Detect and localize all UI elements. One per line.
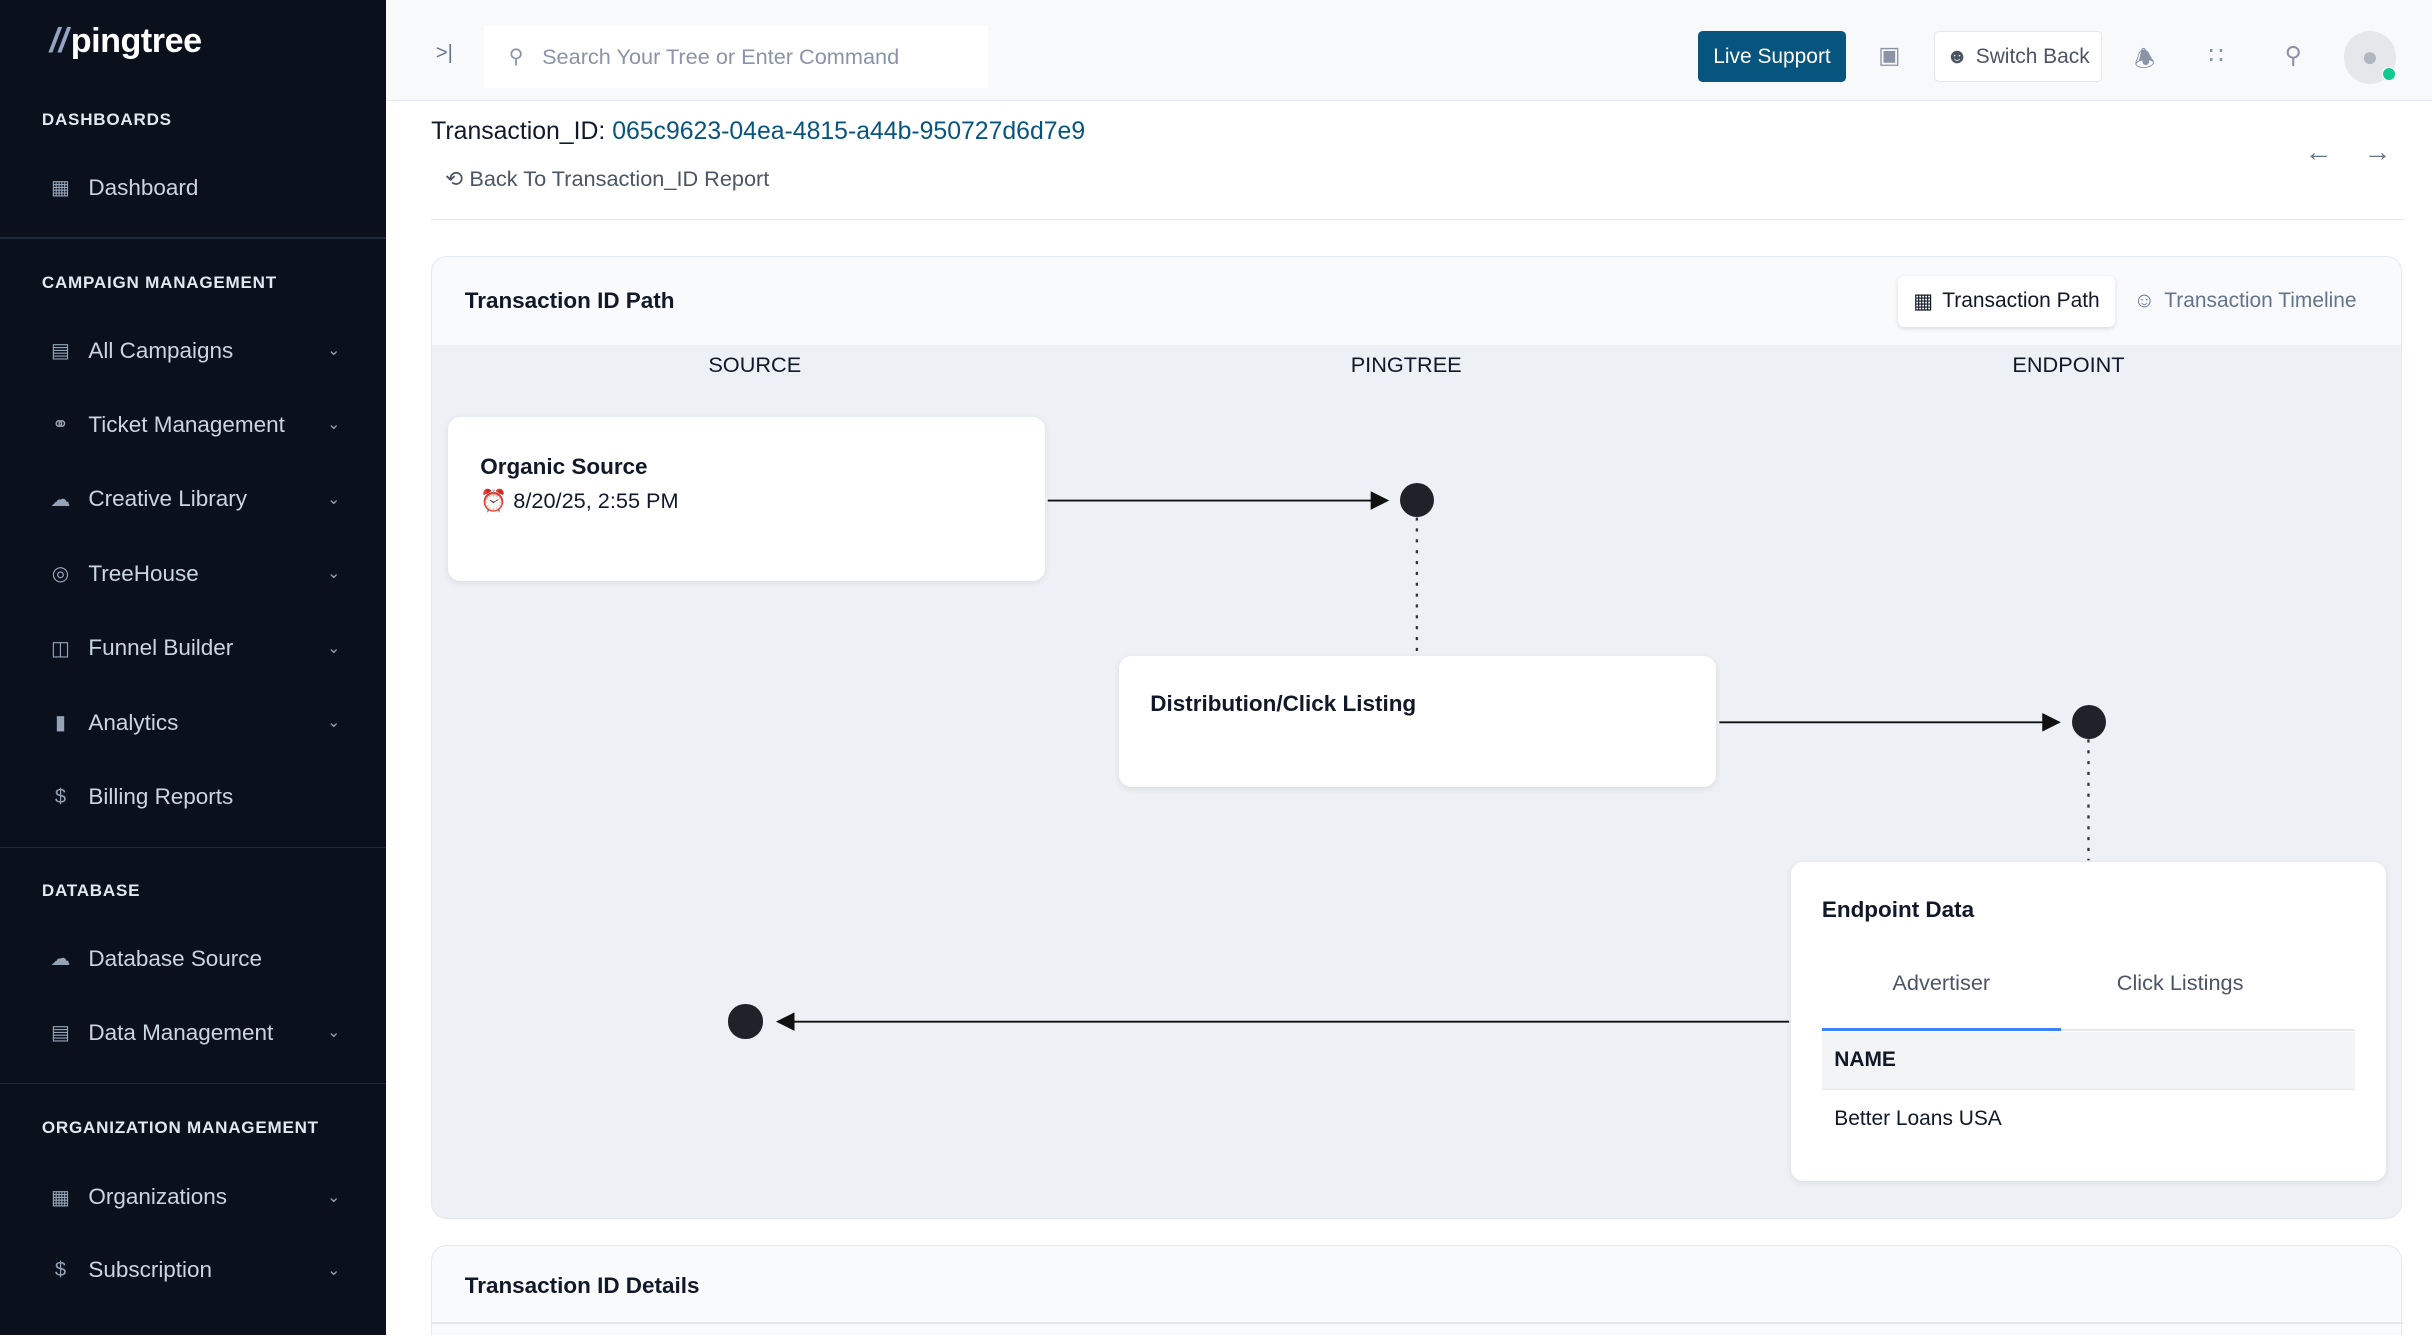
sidebar-item-funnel-builder[interactable]: ◫Funnel Builder⌄: [0, 617, 386, 679]
sidebar-item-database-source[interactable]: ☁Database Source: [0, 927, 386, 989]
chevron-down-icon: ⌄: [327, 490, 341, 508]
topbar: >| ⚲Search Your Tree or Enter Command Li…: [386, 0, 2432, 101]
sidebar-divider: [0, 1082, 387, 1085]
sidebar-section-title: ORGANIZATION MANAGEMENT: [41, 1118, 319, 1138]
search-input[interactable]: ⚲Search Your Tree or Enter Command: [483, 24, 988, 89]
chevron-down-icon: ⌄: [327, 416, 341, 434]
sidebar-item-analytics[interactable]: ▮Analytics⌄: [0, 692, 386, 754]
active-tab-indicator: [1821, 1027, 2061, 1031]
column-pingtree: PINGTREE: [1350, 351, 1462, 377]
chevron-down-icon: ⌄: [327, 639, 341, 657]
sidebar-item-dashboard[interactable]: ▦Dashboard: [0, 157, 386, 219]
dollar-icon: $: [54, 785, 67, 808]
switch-back-button[interactable]: ☻Switch Back: [1934, 31, 2102, 83]
sidebar-item-treehouse[interactable]: ◎TreeHouse⌄: [0, 543, 386, 605]
tab-transaction-path[interactable]: ▦Transaction Path: [1897, 275, 2115, 327]
tab-click-listings[interactable]: Click Listings: [2116, 970, 2244, 996]
panel-title: Transaction ID Path: [464, 287, 675, 313]
transaction-details-panel: Transaction ID Details: [431, 1245, 2404, 1336]
collapse-sidebar-icon[interactable]: >|: [435, 41, 453, 64]
users-icon: ☻: [1945, 44, 1968, 68]
logo[interactable]: //pingtree: [49, 21, 202, 60]
tab-advertiser[interactable]: Advertiser: [1892, 970, 1991, 996]
cloud-icon: ☁: [50, 488, 71, 511]
campaign-icon: ▤: [50, 340, 70, 363]
transaction-id-link[interactable]: 065c9623-04ea-4815-a44b-950727d6d7e9: [612, 117, 1086, 145]
apps-grid-icon[interactable]: ∷: [2208, 41, 2224, 68]
bell-icon[interactable]: 🕭: [2134, 45, 2155, 72]
bar-chart-icon: ▮: [54, 712, 67, 735]
return-node: [728, 1004, 763, 1039]
endpoint-card: Endpoint Data Advertiser Click Listings …: [1790, 861, 2387, 1182]
building-icon: ▦: [50, 1186, 70, 1209]
divider: [431, 218, 2405, 221]
avatar[interactable]: ●: [2343, 31, 2397, 84]
sidebar-section-title: CAMPAIGN MANAGEMENT: [41, 272, 277, 292]
user-icon: ☺: [2133, 289, 2155, 313]
sidebar-section-title: DASHBOARDS: [41, 110, 172, 130]
transaction-path-panel: Transaction ID Path ▦Transaction Path ☺T…: [431, 255, 2403, 1220]
table-header: NAME: [1821, 1032, 2356, 1090]
user-icon: ●: [2361, 41, 2379, 73]
page-title: Transaction_ID: 065c9623-04ea-4815-a44b-…: [431, 117, 1086, 145]
path-connectors: [776, 491, 2090, 1031]
chevron-down-icon: ⌄: [327, 1188, 341, 1206]
sidebar-item-ticket-management[interactable]: ⚭Ticket Management⌄: [0, 394, 386, 456]
chevron-down-icon: ⌄: [327, 1261, 341, 1279]
chevron-down-icon: ⌄: [327, 1024, 341, 1042]
window-icon[interactable]: ▣: [1878, 41, 1901, 68]
sidebar-item-billing-reports[interactable]: $Billing Reports: [0, 766, 386, 828]
arrow-left-icon[interactable]: ←: [2304, 136, 2333, 168]
chevron-down-icon: ⌄: [327, 342, 341, 360]
compass-icon: ◎: [51, 563, 70, 586]
dollar-icon: $: [54, 1258, 67, 1281]
sidebar-item-all-campaigns[interactable]: ▤All Campaigns⌄: [0, 320, 386, 382]
server-icon: ▤: [50, 1022, 70, 1045]
headset-icon: ⚭: [52, 414, 69, 437]
chevron-down-icon: ⌄: [327, 714, 341, 732]
sidebar-divider: [0, 237, 387, 239]
sidebar-item-organizations[interactable]: ▦Organizations⌄: [0, 1166, 386, 1228]
search-icon: ⚲: [508, 46, 524, 69]
live-support-button[interactable]: Live Support: [1698, 31, 1846, 83]
endpoint-node: [2071, 705, 2106, 740]
source-card[interactable]: Organic Source ⏰ 8/20/25, 2:55 PM: [447, 416, 1045, 582]
back-link[interactable]: ⟲ Back To Transaction_ID Report: [445, 165, 770, 191]
sidebar-section-title: DATABASE: [41, 880, 141, 900]
online-status-dot: [2382, 66, 2397, 81]
column-source: SOURCE: [708, 351, 802, 377]
funnel-icon: ◫: [50, 637, 70, 660]
tab-transaction-timeline[interactable]: ☺Transaction Timeline: [2133, 289, 2357, 313]
building-icon: ▦: [1913, 289, 1933, 313]
pingtree-card[interactable]: Distribution/Click Listing: [1119, 655, 1717, 788]
cloud-icon: ☁: [50, 948, 71, 970]
sidebar-item-subscription[interactable]: $Subscription⌄: [0, 1239, 386, 1301]
history-icon: ⟲: [445, 165, 464, 191]
pingtree-node: [1399, 483, 1435, 518]
sidebar-item-creative-library[interactable]: ☁Creative Library⌄: [0, 468, 386, 530]
grid-icon: ▦: [50, 177, 70, 200]
alarm-clock-icon: ⏰: [480, 488, 508, 513]
table-row: Better Loans USA: [1834, 1106, 2002, 1130]
sidebar-divider: [0, 846, 387, 849]
sidebar-item-data-management[interactable]: ▤Data Management⌄: [0, 1002, 386, 1064]
arrow-right-icon[interactable]: →: [2363, 136, 2392, 168]
chevron-down-icon: ⌄: [327, 565, 341, 583]
search-icon[interactable]: ⚲: [2284, 41, 2302, 68]
column-endpoint: ENDPOINT: [2012, 351, 2125, 377]
